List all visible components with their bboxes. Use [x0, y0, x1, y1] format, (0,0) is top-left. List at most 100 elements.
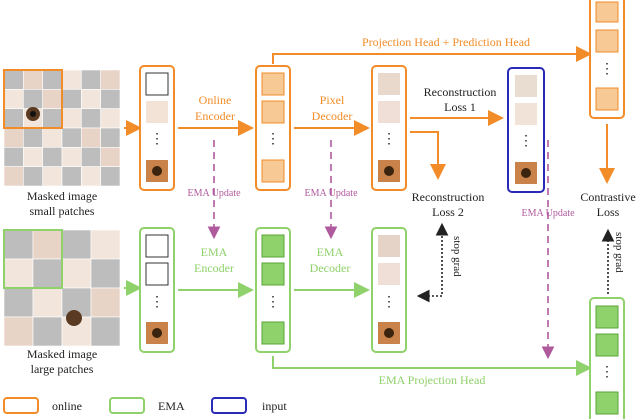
recon-loss-1-line1: Reconstruction — [424, 85, 497, 99]
svg-text:⋮: ⋮ — [266, 295, 280, 310]
grid-patch — [61, 69, 82, 90]
grid-patch — [3, 166, 24, 187]
grid-patch — [3, 287, 34, 318]
online-encoder-line2: Encoder — [195, 109, 235, 123]
grid-patch — [61, 166, 82, 187]
input-column: ⋮ — [507, 67, 545, 193]
grid-patch — [61, 108, 82, 129]
grid-patch — [23, 147, 43, 167]
grid-patch — [81, 166, 101, 187]
arrow-to-recon-loss-2 — [410, 131, 446, 180]
ema-projection-column: ⋮ — [589, 297, 625, 419]
ema-encoder-line1: EMA — [201, 245, 228, 259]
grid-patch — [23, 127, 43, 148]
svg-text:⋮: ⋮ — [382, 295, 396, 310]
masked-small-line2: small patches — [30, 204, 95, 218]
grid-patch — [61, 127, 82, 148]
grid-patch — [3, 89, 24, 109]
grid-patch — [100, 127, 121, 148]
grid-patch — [23, 166, 43, 187]
grid-patch — [32, 229, 63, 260]
svg-text:⋮: ⋮ — [600, 365, 614, 380]
ema-update-label-1: EMA Update — [187, 188, 241, 199]
grid-patch — [100, 89, 121, 109]
svg-text:⋮: ⋮ — [266, 132, 280, 147]
legend-label-input: input — [262, 399, 287, 413]
online-encoder-line1: Online — [199, 93, 232, 107]
ema-decoder-line1: EMA — [317, 245, 344, 259]
grid-patch — [42, 89, 63, 109]
grid-patch — [32, 258, 63, 289]
ema-decoder-line2: Decoder — [310, 261, 351, 275]
grid-patch — [100, 147, 121, 167]
proj-pred-head-arrow — [272, 46, 592, 64]
grid-patch — [23, 69, 43, 90]
grid-patch — [81, 108, 101, 129]
grid-patch — [32, 287, 63, 318]
grid-patch — [3, 147, 24, 167]
stop-grad-label-2: stop grad — [613, 232, 625, 273]
grid-patch — [81, 147, 101, 167]
grid-patch — [61, 147, 82, 167]
legend-label-online: online — [52, 399, 82, 413]
svg-text:⋮: ⋮ — [382, 132, 396, 147]
svg-text:⋮: ⋮ — [150, 295, 164, 310]
contrastive-loss-line1: Contrastive — [580, 190, 635, 204]
grid-patch — [3, 69, 24, 90]
grid-patch — [100, 166, 121, 187]
grid-patch — [90, 287, 121, 318]
proj-pred-head-label: Projection Head + Prediction Head — [362, 35, 530, 49]
ema-patch-column: ⋮ — [139, 227, 175, 353]
svg-text:⋮: ⋮ — [519, 134, 533, 149]
legend-swatch-ema — [109, 397, 145, 414]
grid-patch — [42, 69, 63, 90]
online-latent-column: ⋮ — [255, 65, 291, 191]
grid-patch — [61, 229, 92, 260]
grid-patch — [90, 316, 121, 347]
grid-patch — [81, 69, 101, 90]
masked-image-small-grid — [3, 69, 121, 187]
stop-grad-label-1: stop grad — [451, 236, 463, 277]
recon-loss-2-line2: Loss 2 — [432, 205, 464, 219]
ema-proj-head-label: EMA Projection Head — [379, 373, 486, 387]
grid-patch — [100, 69, 121, 90]
stop-grad-arrow-1 — [416, 232, 443, 303]
ema-encoder-line2: Encoder — [194, 261, 234, 275]
grid-patch — [100, 108, 121, 129]
ema-latent-column: ⋮ — [255, 227, 291, 353]
pixel-decoder-line2: Decoder — [312, 109, 353, 123]
masked-large-line1: Masked image — [27, 347, 97, 361]
grid-patch — [61, 258, 92, 289]
recon-loss-2-line1: Reconstruction — [412, 190, 485, 204]
grid-patch — [81, 127, 101, 148]
ema-update-label-2: EMA Update — [304, 188, 358, 199]
pixel-decoder-line1: Pixel — [320, 93, 345, 107]
grid-patch — [90, 258, 121, 289]
grid-patch — [3, 258, 34, 289]
grid-patch — [42, 147, 63, 167]
grid-patch — [81, 89, 101, 109]
grid-patch — [42, 127, 63, 148]
grid-patch — [3, 229, 34, 260]
legend-label-ema: EMA — [158, 399, 185, 413]
online-projection-column: ⋮ — [589, 0, 625, 119]
svg-text:⋮: ⋮ — [600, 62, 614, 77]
masked-large-line2: large patches — [31, 362, 94, 376]
svg-text:⋮: ⋮ — [150, 132, 164, 147]
grid-patch — [90, 229, 121, 260]
grid-patch — [42, 108, 63, 129]
grid-patch — [3, 316, 34, 347]
online-patch-column: ⋮ — [139, 65, 175, 191]
legend-swatch-online — [3, 397, 39, 414]
contrastive-loss-line2: Loss — [597, 205, 620, 219]
ema-proj-head-arrow — [272, 356, 592, 376]
ema-update-label-3: EMA Update — [521, 208, 575, 219]
grid-patch — [32, 316, 63, 347]
online-reconstruction-column: ⋮ — [371, 65, 407, 191]
legend-swatch-input — [211, 397, 247, 414]
masked-image-large-grid — [3, 229, 121, 347]
recon-loss-1-line2: Loss 1 — [444, 100, 476, 114]
grid-patch — [42, 166, 63, 187]
